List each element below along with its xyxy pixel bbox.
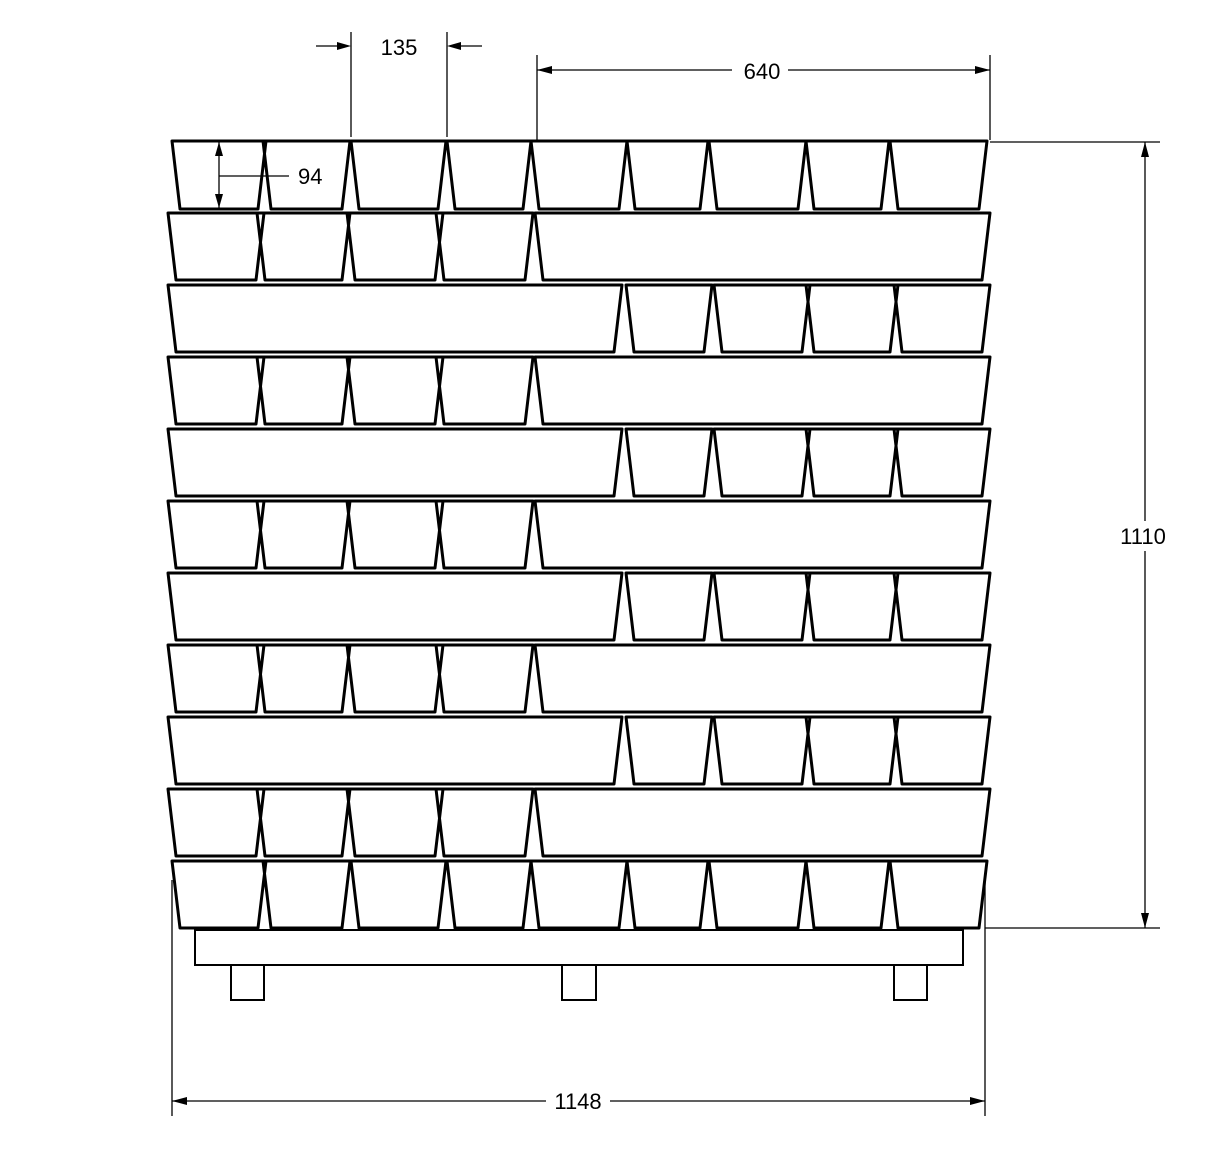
dimension-stack-height: 1110: [985, 141, 1174, 929]
ingot: [892, 571, 992, 642]
long-ingot: [533, 643, 992, 714]
ingot: [166, 787, 266, 858]
ingot: [707, 859, 808, 930]
ingot: [166, 643, 266, 714]
ingot: [166, 499, 266, 570]
ingot: [434, 355, 535, 426]
long-ingot: [533, 499, 992, 570]
dimension-ingot-width: 135: [316, 32, 482, 137]
ingot: [255, 355, 352, 426]
ingot: [529, 139, 629, 211]
ingot: [166, 355, 266, 426]
long-ingot-length-label: 640: [744, 59, 781, 84]
ingot: [625, 139, 710, 211]
ingot: [625, 859, 710, 930]
ingot-width-label: 135: [381, 35, 418, 60]
ingot: [804, 859, 891, 930]
ingot: [170, 139, 268, 211]
ingot: [345, 787, 445, 858]
long-ingot: [166, 715, 624, 786]
dimension-ingot-height: 94: [215, 142, 322, 208]
pallet-foot: [893, 964, 928, 1001]
ingot: [712, 283, 812, 354]
ingot: [804, 427, 900, 498]
ingot: [892, 427, 992, 498]
ingot: [529, 859, 629, 930]
ingot: [255, 643, 352, 714]
ingot: [345, 643, 445, 714]
dimension-long-ingot-length: 640: [536, 55, 991, 140]
pallet-foot: [230, 964, 265, 1001]
ingot: [804, 715, 900, 786]
pallet: [194, 929, 964, 1001]
ingot: [345, 211, 445, 282]
ingot: [170, 859, 268, 930]
long-ingot: [533, 211, 992, 282]
ingot: [624, 283, 714, 354]
pallet-foot: [561, 964, 597, 1001]
long-ingot: [166, 427, 624, 498]
ingot: [261, 859, 352, 930]
ingot-stack: [166, 139, 992, 930]
ingot: [434, 643, 535, 714]
pallet-board: [194, 929, 964, 966]
ingot: [349, 859, 448, 930]
ingot: [712, 715, 812, 786]
long-ingot: [533, 355, 992, 426]
ingot: [892, 283, 992, 354]
ingot: [255, 787, 352, 858]
ingot: [255, 211, 352, 282]
ingot: [804, 571, 900, 642]
stack-width-label: 1148: [554, 1089, 601, 1114]
ingot: [624, 571, 714, 642]
ingot: [434, 499, 535, 570]
ingot: [804, 283, 900, 354]
stack-height-label: 1110: [1120, 524, 1166, 549]
ingot: [892, 715, 992, 786]
ingot: [445, 859, 533, 930]
ingot: [345, 499, 445, 570]
long-ingot: [166, 571, 624, 642]
long-ingot: [166, 283, 624, 354]
ingot: [888, 859, 989, 930]
ingot: [804, 139, 891, 211]
ingot: [888, 139, 989, 211]
ingot: [624, 715, 714, 786]
ingot: [345, 355, 445, 426]
ingot: [712, 427, 812, 498]
ingot: [434, 787, 535, 858]
ingot-height-label: 94: [298, 164, 322, 189]
ingot: [445, 139, 533, 211]
ingot: [624, 427, 714, 498]
ingot: [707, 139, 808, 211]
ingot: [712, 571, 812, 642]
ingot: [349, 139, 448, 211]
ingot: [255, 499, 352, 570]
ingot: [261, 139, 352, 211]
long-ingot: [533, 787, 992, 858]
ingot: [166, 211, 266, 282]
ingot: [434, 211, 535, 282]
dimension-stack-width: 1148: [171, 880, 986, 1116]
